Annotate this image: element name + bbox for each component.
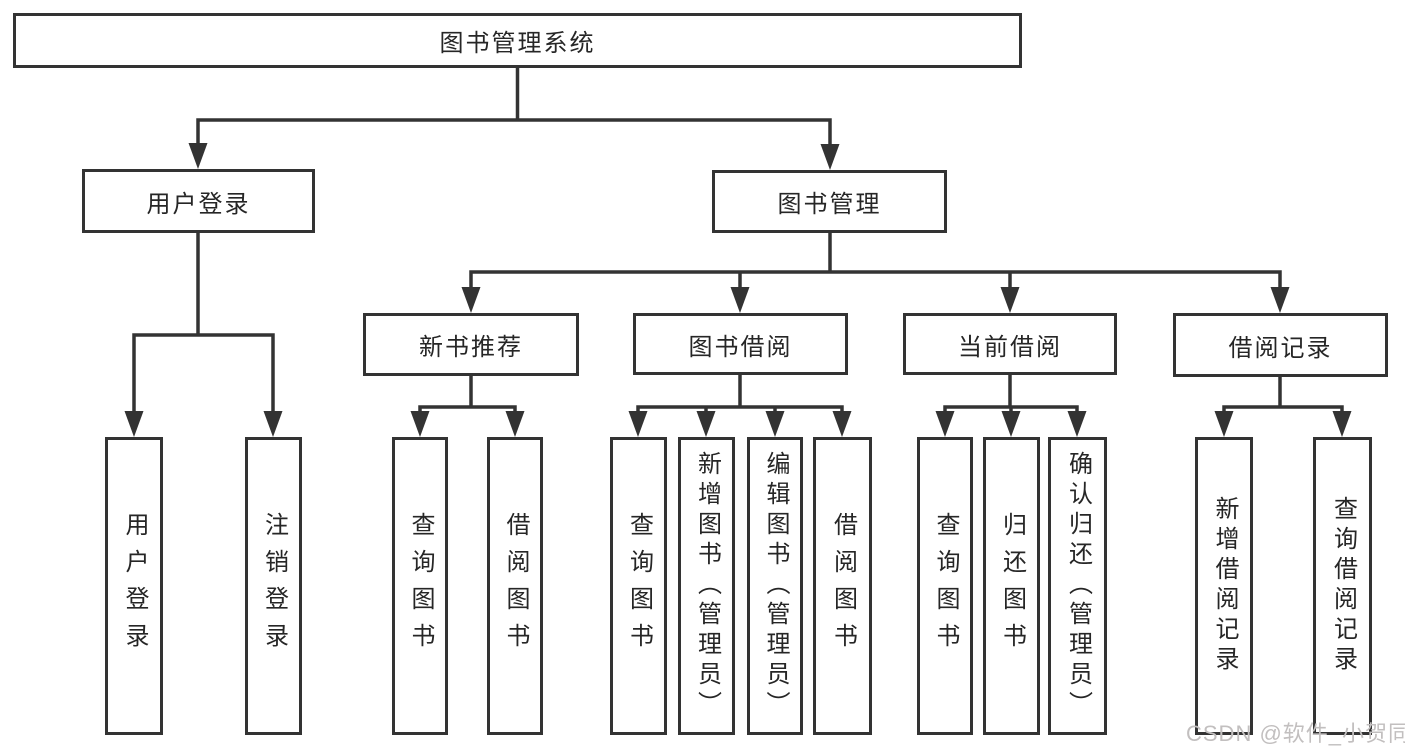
arrow-to-leaf-borrow-books-2: [832, 411, 852, 437]
csdn-watermark: CSDN @软件_小贺同学: [1186, 721, 1405, 746]
arrow-to-borrowing-records: [1270, 287, 1290, 313]
node-label: 图书管理: [777, 191, 882, 218]
leaf-borrow-books-1: 借阅图书: [487, 437, 543, 735]
leaf-query-books-1: 查询图书: [392, 437, 448, 735]
leaf-query-books-2: 查询图书: [610, 437, 667, 735]
arrow-to-current-borrowing: [1000, 287, 1020, 313]
arrow-to-leaf-user-login: [124, 411, 144, 437]
connector-root-to-level2: [196, 66, 832, 149]
leaf-return-books: 归还图书: [983, 437, 1040, 735]
connector-new-book-recommendation-children: [418, 374, 517, 416]
leaf-confirm-return-admin: 确认归还（管理员）: [1048, 437, 1107, 735]
arrow-to-leaf-logout: [263, 411, 283, 437]
arrow-to-leaf-return-books: [1001, 411, 1021, 437]
leaf-label: 归还图书: [998, 512, 1026, 660]
arrow-to-leaf-edit-book: [765, 411, 785, 437]
leaf-label: 查询图书: [932, 512, 959, 660]
arrow-to-book-management: [820, 144, 840, 170]
leaf-borrow-books-2: 借阅图书: [813, 437, 872, 735]
node-label: 借阅记录: [1228, 334, 1333, 362]
arrow-to-new-book-recommendation: [461, 287, 481, 313]
leaf-label: 查询借阅记录: [1329, 496, 1357, 676]
arrow-to-leaf-query-borrow-record: [1332, 411, 1352, 437]
node-label: 新书推荐: [419, 334, 523, 361]
connector-book-management-children: [469, 231, 1282, 292]
leaf-label: 确认归还（管理员）: [1064, 451, 1092, 721]
node-book-borrowing: 图书借阅: [633, 313, 848, 375]
leaf-query-borrow-record: 查询借阅记录: [1313, 437, 1372, 735]
connector-borrowing-records-children: [1222, 375, 1344, 416]
node-new-book-recommendation: 新书推荐: [363, 313, 579, 376]
node-label: 用户登录: [146, 190, 251, 218]
node-user-login: 用户登录: [82, 169, 315, 233]
leaf-label: 注销登录: [260, 512, 288, 660]
leaf-label: 编辑图书（管理员）: [762, 451, 789, 721]
leaf-label: 查询图书: [625, 512, 653, 660]
arrow-to-leaf-add-borrow-record: [1214, 411, 1234, 437]
arrow-to-book-borrowing: [730, 287, 750, 313]
leaf-label: 借阅图书: [829, 512, 857, 660]
leaf-query-books-3: 查询图书: [917, 437, 973, 735]
leaf-label: 新增借阅记录: [1211, 496, 1238, 676]
arrow-to-leaf-confirm-return: [1067, 411, 1087, 437]
leaf-label: 新增图书（管理员）: [693, 451, 721, 721]
node-current-borrowing: 当前借阅: [903, 313, 1117, 375]
leaf-add-borrow-record: 新增借阅记录: [1195, 437, 1253, 735]
connector-book-borrowing-children: [636, 373, 844, 416]
leaf-logout: 注销登录: [245, 437, 302, 735]
leaf-edit-book-admin: 编辑图书（管理员）: [747, 437, 803, 735]
node-label: 图书借阅: [688, 333, 793, 361]
arrow-to-leaf-query-books-1: [410, 411, 430, 437]
leaf-label: 查询图书: [407, 512, 434, 660]
connector-current-borrowing-children: [943, 373, 1079, 416]
connector-user-login-children: [132, 231, 275, 416]
leaf-label: 用户登录: [121, 512, 148, 660]
arrow-to-leaf-query-books-2: [628, 411, 648, 437]
node-borrowing-records: 借阅记录: [1173, 313, 1388, 377]
arrow-to-leaf-borrow-books-1: [505, 411, 525, 437]
node-label: 当前借阅: [958, 333, 1062, 361]
arrow-to-leaf-query-books-3: [935, 411, 955, 437]
arrow-to-leaf-add-book: [696, 411, 716, 437]
leaf-user-login: 用户登录: [105, 437, 163, 735]
arrow-to-user-login: [188, 143, 208, 169]
node-library-management-system: 图书管理系统: [13, 13, 1022, 68]
node-book-management: 图书管理: [712, 170, 947, 233]
leaf-label: 借阅图书: [502, 512, 529, 660]
leaf-add-book-admin: 新增图书（管理员）: [678, 437, 735, 735]
node-label: 图书管理系统: [439, 30, 596, 57]
